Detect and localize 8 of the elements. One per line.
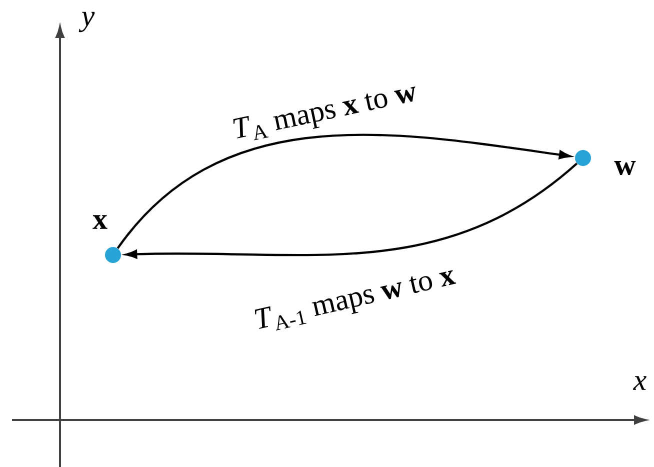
point-label: w [614,160,636,176]
edge-label: T$_{A-1}$ maps w to x [251,263,459,337]
axis-label: y [78,12,95,32]
point [105,247,121,263]
point-label: x [92,215,108,229]
axis-label: x [632,376,646,390]
point [575,150,591,166]
edge-label: T$_{A}$ maps x to w [229,80,421,146]
